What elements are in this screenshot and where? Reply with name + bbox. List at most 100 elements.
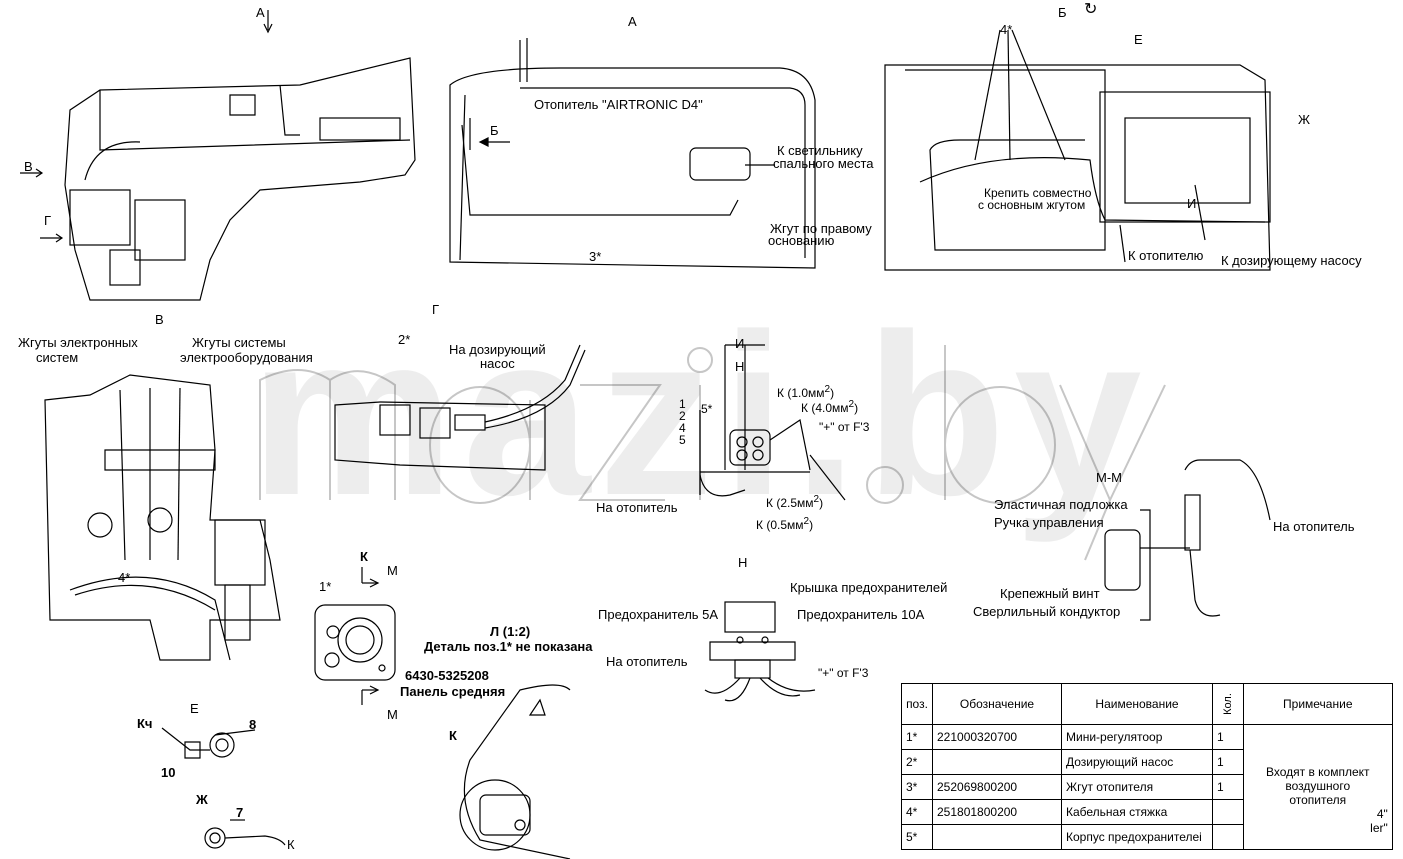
pad-label: Эластичная подложка [994,497,1128,512]
fix-label-1: Крепить совместно [984,186,1092,200]
cell-pos: 2* [901,749,933,775]
view-b-zh-mark: Ж [1298,112,1311,127]
note-cut-2: ler" [1370,821,1388,835]
table-row: 1* 221000320700 Мини-регулятоор 1 Входят… [901,724,1393,850]
cell-pos: 3* [901,774,933,800]
view-b-i-mark: И [1187,196,1197,211]
k05-label: К (0.5мм2) [756,516,814,532]
fix-label-2: с основным жгутом [978,198,1086,212]
electric-label-1: Жгуты системы [192,335,286,350]
view-i-n5: 5 [679,433,686,447]
cell-code: 251801800200 [932,799,1062,825]
cell-qty: 1 [1212,749,1244,775]
view-a-b-mark: Б [490,123,499,138]
table-row: 3* 252069800200 Жгут отопителя 1 [901,774,1393,800]
view-h-title: Н [738,555,748,570]
view-b-title: Б [1058,5,1067,20]
view-i-h-mark: Н [735,359,745,374]
view-i-title: И [735,336,745,351]
lamp-label-1: К светильнику [777,143,863,158]
fuse-cover-label: Крышка предохранителей [790,580,948,595]
jig-label: Сверлильный кондуктор [973,604,1121,619]
view-i-to-heater: На отопитель [596,500,678,515]
view-i-fuse [699,344,846,501]
cell-code: 221000320700 [932,724,1062,750]
watermark-outline [259,345,1166,561]
view-l-subtitle: Деталь поз.1* не показана [424,639,593,654]
zh-k: К [287,837,295,852]
view-k-control [314,567,396,705]
note-line-3: отопителя [1289,793,1347,807]
cell-qty [1212,799,1244,825]
lamp-label-2: спального места [773,156,874,171]
view-v-pos4: 4* [118,570,131,585]
view-i-pos5: 5* [701,402,713,416]
kch-label: Кч [137,716,153,731]
cell-qty: 1 [1212,724,1244,750]
col-qty: Кол. [1212,683,1244,725]
fuse-5a-label: Предохранитель 5А [598,607,719,622]
view-e-title: Е [190,701,199,716]
screw-label: Крепежный винт [1000,586,1100,601]
cell-code [932,824,1062,850]
watermark: mazi.by [250,286,1150,543]
view-v-title: В [155,312,164,327]
part-number: 6430-5325208 [405,668,489,683]
note-cut-1: 4" [1376,807,1388,821]
view-mm-control [1104,459,1271,621]
view-zh-terminal [204,819,286,849]
view-i-n1: 1 [679,397,686,411]
view-zh-title: Ж [196,792,208,807]
left-view-v-mark: В [24,159,33,174]
view-m-bottom: М [387,707,398,722]
view-e-terminal [161,727,256,759]
view-g-pump [334,344,586,471]
view-k-pos1: 1* [319,579,332,594]
view-k-title: К [360,549,368,564]
cab-side-view [20,10,416,301]
cell-pos: 1* [901,724,933,750]
view-m-top: М [387,563,398,578]
view-a-cab [449,38,816,269]
cell-code [932,749,1062,775]
heater-label: Отопитель "AIRTRONIC D4" [534,97,703,112]
plus-f3-label: "+" от F'3 [819,420,870,434]
cell-pos: 5* [901,824,933,850]
fuse-10a-label: Предохранитель 10А [797,607,925,622]
cell-name: Жгут отопителя [1061,774,1213,800]
note-line-2: воздушного [1285,779,1351,793]
cell-pos: 4* [901,799,933,825]
left-view-g-mark: Г [44,213,52,228]
electronic-label-2: систем [36,350,79,365]
e-n8: 8 [249,717,257,732]
cell-name: Мини-регулятоор [1061,724,1213,750]
e-n10: 10 [161,765,176,780]
rotate-icon: ↻ [1084,1,1098,18]
handle-label: Ручка управления [994,515,1104,530]
table-header-row: поз. Обозначение Наименование Кол. Приме… [901,683,1393,725]
k40-label: К (4.0мм2) [801,399,859,415]
electronic-label-1: Жгуты электронных [18,335,138,350]
view-b-pos4: 4* [1000,22,1013,37]
to-heater-label: К отопителю [1128,248,1204,263]
view-a-title: А [628,14,637,29]
view-i-n4: 4 [679,421,686,435]
to-pump-label: К дозирующему насосу [1221,253,1362,268]
view-a-pos3: 3* [589,249,602,264]
col-pos: поз. [901,683,933,725]
view-l-title: Л (1:2) [490,624,531,639]
table-row: 4* 251801800200 Кабельная стяжка [901,799,1393,825]
view-b-e-mark: Е [1134,32,1143,47]
col-name: Наименование [1061,683,1213,725]
cell-name: Кабельная стяжка [1061,799,1213,825]
view-a-arrow: А [256,5,265,20]
table-row: 5* Корпус предохранителеі [901,824,1393,850]
panel-label: Панель средняя [400,684,506,699]
harness-label-1: Жгут по правому [770,221,872,236]
col-code: Обозначение [932,683,1062,725]
pump-label-1: На дозирующий [449,342,546,357]
view-g-pos2: 2* [398,332,411,347]
view-mm-title: М-М [1096,470,1122,485]
zh-n7: 7 [236,805,244,820]
